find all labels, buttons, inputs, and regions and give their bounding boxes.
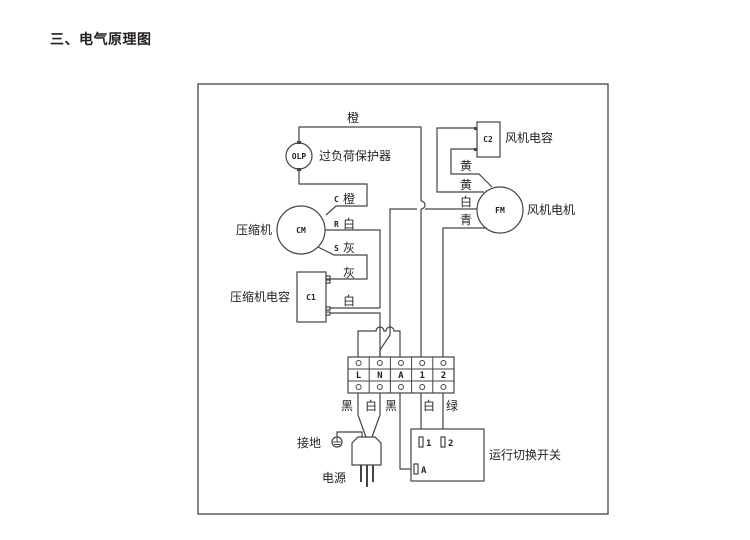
wire-label-cm-s-gray: 灰 [343,241,355,255]
terminal-label-a: A [398,371,404,381]
fan-components: C2 风机电容 FM 风机电机 黄 黄 白 青 [389,121,575,357]
c2-box [476,121,501,158]
switch-terminal-2-label: 2 [448,439,453,449]
c1-label: 压缩机电容 [230,289,290,304]
compressor-capacitor-component: C1 压缩机电容 灰 白 [230,266,381,357]
wire-label-cm-r-white: 白 [343,216,355,231]
c2-label: 风机电容 [505,130,553,145]
wire-l-to-plug [357,393,367,438]
wire-label-fm-white: 白 [460,194,472,209]
terminal-screw-n-top [376,360,383,366]
compressor-pin-c: C [334,195,339,204]
fan-motor-circle [476,186,524,234]
wire-label-fm-cyan: 青 [460,213,472,227]
terminal-screw-a-top [398,360,404,366]
olp-label: 过负荷保护器 [319,149,391,163]
wire-label-olp-orange: 橙 [347,110,359,125]
c2-code: C2 [483,135,493,144]
wire-n-to-plug [371,393,381,438]
compressor-pin-s: S [334,244,339,253]
terminal-label-2: 2 [441,371,446,381]
wire-label-fm-yellow-2: 黄 [460,178,472,192]
wire-cm-s-gray [317,246,368,280]
run-switch-component: 1 2 A 运行切换开关 [410,428,561,482]
wire-label-a-black: 黑 [385,399,397,413]
c2-pin [474,148,477,151]
compressor-label: 压缩机 [236,222,272,237]
terminal-block: L N A 1 2 [347,356,455,394]
olp-pin-bottom [297,168,301,171]
switch-terminal-1-label: 1 [426,439,431,449]
terminal-screw-2-bottom [440,384,447,390]
compressor-component: CM 压缩机 C 橙 R 白 S 灰 [236,191,381,308]
compressor-pin-r: R [334,220,339,229]
terminal-screw-l-bottom [355,384,362,390]
c1-code: C1 [306,293,316,302]
wire-label-c1-gray: 灰 [343,266,355,280]
power-label: 电源 [322,471,346,485]
wire-c2-to-fm-yellow-2 [450,148,493,188]
fan-motor-code: FM [495,206,505,215]
olp-code: OLP [292,152,307,161]
fan-motor-label: 风机电机 [527,203,575,217]
switch-terminal-1 [418,436,424,448]
terminal-label-l: L [356,371,362,381]
terminal-screw-1-top [419,360,426,366]
wire-crossover-hop [420,200,426,210]
terminal-screw-n-bottom [376,384,383,390]
ground-label: 接地 [297,435,321,450]
switch-terminal-2 [440,436,446,448]
wire-fm-white [389,208,477,328]
c2-pin [474,127,477,130]
wire-ground [336,431,363,437]
compressor-code: CM [296,226,306,235]
olp-component: OLP 过负荷保护器 橙 [285,110,426,357]
wire-label-fm-yellow-1: 黄 [460,159,472,173]
terminal-screw-l-top [355,360,362,366]
wire-white-to-n [379,328,391,357]
switch-terminal-a-label: A [421,466,427,476]
section-heading: 三、电气原理图 [50,32,152,48]
wire-label-n-white: 白 [365,398,377,413]
terminal-jumpers [357,326,401,357]
wire-label-2-green: 绿 [446,398,458,413]
power-wiring: 黑 白 黑 白 绿 接地 电源 [297,393,458,487]
diagram-frame [197,83,609,515]
wire-a-to-switch [399,393,414,470]
wire-c1-to-n [330,312,381,357]
wire-l-to-a-jumper [357,326,401,357]
wire-label-l-black: 黑 [341,399,353,413]
power-plug-icon [351,436,382,466]
wire-olp-to-cm-c [298,169,368,216]
terminal-label-1: 1 [419,371,424,381]
terminal-screw-2-top [440,360,447,366]
switch-terminal-a [413,463,419,475]
wire-c2-to-fm-yellow [436,127,484,193]
wire-label-c1-white: 白 [343,293,355,308]
c1-pin [325,279,331,284]
c1-pin [325,306,331,311]
terminal-screw-1-bottom [419,384,426,390]
wire-olp-top-orange [298,126,422,201]
c1-pin [325,311,331,316]
c1-box [296,271,327,323]
wire-label-1-white: 白 [423,398,435,413]
terminal-label-n: N [377,371,382,381]
c1-pin [325,275,331,280]
olp-pin-top [297,141,301,144]
wire-label-cm-c-orange: 橙 [343,191,355,206]
wire-cm-r-white [325,229,381,308]
wire-fm-cyan [442,227,487,357]
terminal-screw-a-bottom [398,384,404,390]
switch-label: 运行切换开关 [489,448,561,462]
